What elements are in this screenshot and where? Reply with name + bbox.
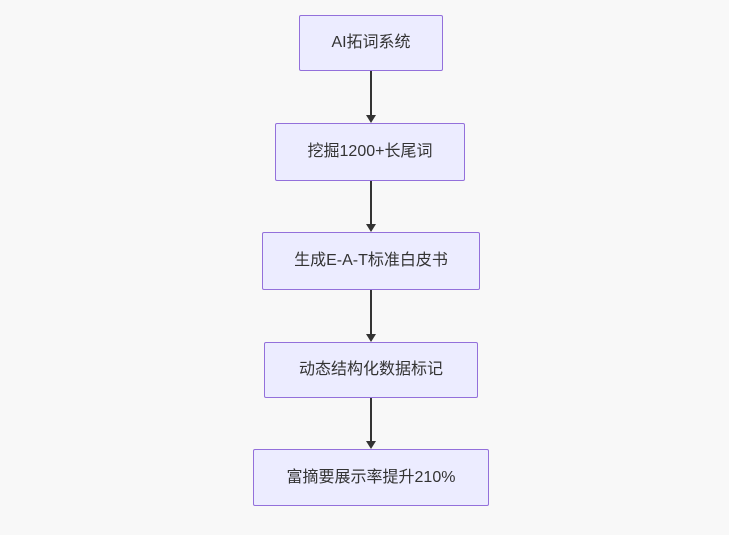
arrow-head-icon bbox=[366, 441, 376, 449]
arrow-head-icon bbox=[366, 334, 376, 342]
node-label: AI拓词系统 bbox=[331, 34, 411, 51]
node-label: 富摘要展示率提升210% bbox=[286, 468, 456, 486]
arrow-head-icon bbox=[366, 224, 376, 232]
flow-node-ai-word-expansion-system: AI拓词系统 bbox=[299, 15, 443, 71]
flow-node-eat-whitepaper: 生成E-A-T标准白皮书 bbox=[262, 232, 480, 290]
arrow-line bbox=[370, 71, 372, 115]
arrow-head-icon bbox=[366, 115, 376, 123]
arrow-line bbox=[370, 398, 372, 441]
flow-arrow-3 bbox=[366, 290, 376, 342]
flow-node-rich-snippet-rate: 富摘要展示率提升210% bbox=[253, 449, 489, 506]
flow-arrow-2 bbox=[366, 181, 376, 232]
flow-arrow-1 bbox=[366, 71, 376, 123]
node-label: 动态结构化数据标记 bbox=[298, 361, 443, 378]
node-label: 挖掘1200+长尾词 bbox=[307, 143, 433, 160]
arrow-line bbox=[370, 181, 372, 224]
flow-node-longtail-keywords: 挖掘1200+长尾词 bbox=[275, 123, 465, 181]
node-label: 生成E-A-T标准白皮书 bbox=[294, 252, 448, 269]
arrow-line bbox=[370, 290, 372, 334]
flow-arrow-4 bbox=[366, 398, 376, 449]
flow-node-structured-data-markup: 动态结构化数据标记 bbox=[264, 342, 478, 398]
